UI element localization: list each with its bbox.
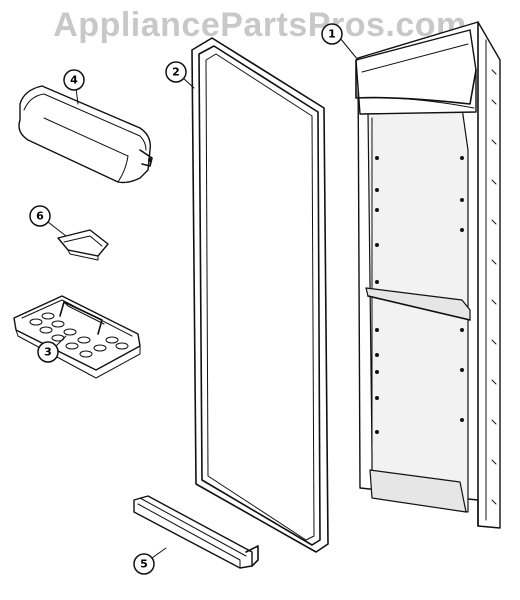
egg-cups [29, 312, 129, 358]
door-gasket-part [191, 37, 329, 553]
callout-label: 5 [140, 558, 148, 571]
door-liner-part [355, 21, 501, 529]
door-shelf-bin-part [133, 495, 259, 569]
callout-label: 3 [44, 346, 52, 359]
dairy-door-part [18, 85, 153, 184]
callout-label: 2 [172, 66, 180, 79]
hinge-cap-part [57, 229, 109, 261]
callout-label: 1 [328, 28, 336, 41]
callout-label: 4 [70, 74, 78, 87]
callout-label: 6 [36, 210, 44, 223]
callout-5: 5 [133, 553, 155, 575]
callout-6: 6 [29, 205, 51, 227]
callout-1: 1 [321, 23, 343, 45]
watermark: AppliancePartsPros.com [53, 6, 467, 44]
callout-2: 2 [165, 61, 187, 83]
egg-tray-part [13, 295, 141, 379]
callout-4: 4 [63, 69, 85, 91]
callout-3: 3 [37, 341, 59, 363]
liner-hole-row [375, 156, 464, 434]
leader-lines [47, 37, 359, 559]
